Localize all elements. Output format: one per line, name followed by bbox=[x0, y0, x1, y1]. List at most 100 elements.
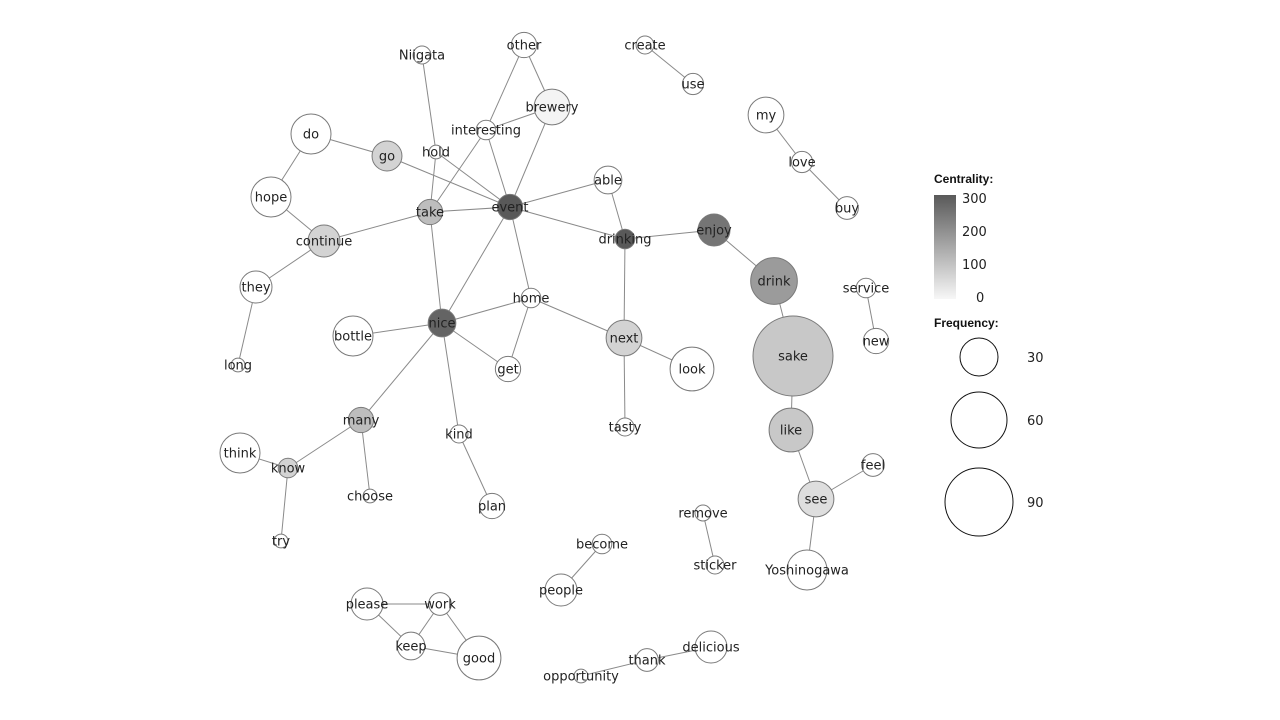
node-keep: keep bbox=[395, 631, 427, 661]
frequency-legend-label-60: 60 bbox=[1027, 414, 1044, 429]
node-circle-love bbox=[790, 150, 814, 174]
node-continue: continue bbox=[296, 224, 353, 258]
node-work: work bbox=[424, 592, 456, 616]
node-plan: plan bbox=[478, 492, 506, 520]
edge-kind-plan bbox=[458, 433, 493, 507]
node-nice: nice bbox=[427, 308, 457, 338]
node-go: go bbox=[371, 140, 403, 172]
node-circle-bottle bbox=[332, 315, 374, 357]
node-label-opportunity: opportunity bbox=[543, 670, 619, 685]
node-label-work: work bbox=[424, 598, 456, 613]
node-label-Yoshinogawa: Yoshinogawa bbox=[764, 564, 849, 579]
node-label-continue: continue bbox=[296, 235, 353, 250]
node-label-event: event bbox=[491, 201, 528, 216]
node-label-Niigata: Niigata bbox=[399, 49, 445, 64]
edge-Niigata-hold bbox=[421, 54, 437, 153]
edge-interesting-take bbox=[429, 129, 487, 213]
frequency-legend-items: 30 60 90 bbox=[944, 337, 1044, 537]
node-circle-home bbox=[520, 287, 542, 309]
node-sticker: sticker bbox=[693, 555, 737, 575]
node-circle-brewery bbox=[533, 88, 571, 126]
node-sake: sake bbox=[752, 315, 834, 397]
node-label-know: know bbox=[271, 462, 306, 477]
node-label-buy: buy bbox=[835, 202, 859, 217]
edge-nice-many bbox=[360, 322, 443, 421]
node-circle-sticker bbox=[705, 555, 725, 575]
node-use: use bbox=[681, 72, 705, 96]
node-other: other bbox=[507, 31, 542, 59]
frequency-legend-title: Frequency: bbox=[934, 316, 999, 330]
node-label-long: long bbox=[224, 359, 252, 374]
node-circle-think bbox=[219, 432, 261, 474]
node-my: my bbox=[747, 96, 785, 134]
node-label-my: my bbox=[756, 109, 777, 124]
node-label-thank: thank bbox=[628, 654, 666, 669]
node-circle-enjoy bbox=[697, 213, 731, 247]
node-circle-kind bbox=[449, 424, 469, 444]
node-label-bottle: bottle bbox=[334, 330, 372, 345]
node-label-home: home bbox=[513, 292, 550, 307]
node-circle-thank bbox=[635, 648, 659, 672]
node-label-sake: sake bbox=[778, 350, 808, 365]
edge-go-event bbox=[386, 155, 511, 208]
node-circle-drink bbox=[750, 257, 798, 305]
node-they: they bbox=[239, 270, 273, 304]
node-circle-look bbox=[669, 346, 715, 392]
node-circle-work bbox=[428, 592, 452, 616]
edge-continue-take bbox=[323, 211, 431, 242]
node-Niigata: Niigata bbox=[399, 45, 445, 65]
edge-many-know bbox=[287, 419, 362, 469]
node-circle-choose bbox=[362, 488, 378, 504]
node-enjoy: enjoy bbox=[696, 213, 732, 247]
node-label-please: please bbox=[346, 598, 389, 613]
node-label-sticker: sticker bbox=[693, 559, 737, 574]
node-brewery: brewery bbox=[526, 88, 579, 126]
legend: Centrality: 300 200 100 0 Frequency: 306… bbox=[934, 172, 1044, 537]
node-label-go: go bbox=[379, 150, 395, 165]
frequency-legend-label-90: 90 bbox=[1027, 496, 1044, 511]
node-circle-continue bbox=[307, 224, 341, 258]
frequency-legend-circle-60 bbox=[950, 391, 1008, 449]
node-label-keep: keep bbox=[395, 640, 426, 655]
node-circle-Yoshinogawa bbox=[786, 549, 828, 591]
node-circle-good bbox=[456, 635, 502, 681]
node-tasty: tasty bbox=[609, 417, 642, 437]
node-bottle: bottle bbox=[332, 315, 374, 357]
node-label-new: new bbox=[863, 335, 890, 350]
node-circle-get bbox=[494, 355, 522, 383]
node-circle-take bbox=[416, 198, 444, 226]
node-buy: buy bbox=[835, 196, 859, 220]
node-hope: hope bbox=[250, 176, 292, 218]
node-label-hold: hold bbox=[422, 146, 450, 161]
centrality-tick-100: 100 bbox=[962, 258, 987, 273]
node-label-good: good bbox=[463, 652, 495, 667]
node-label-choose: choose bbox=[347, 490, 393, 505]
node-circle-long bbox=[230, 357, 246, 373]
centrality-colorbar bbox=[934, 195, 956, 299]
node-circle-delicious bbox=[694, 630, 728, 664]
node-circle-interesting bbox=[475, 119, 497, 141]
node-circle-do bbox=[290, 113, 332, 155]
edge-nice-kind bbox=[441, 322, 460, 435]
node-circle-service bbox=[855, 277, 877, 299]
edge-nice-home bbox=[441, 297, 532, 324]
edge-event-home bbox=[509, 206, 532, 299]
node-circle-many bbox=[347, 406, 375, 434]
node-label-kind: kind bbox=[445, 428, 473, 443]
node-opportunity: opportunity bbox=[543, 668, 619, 685]
node-label-other: other bbox=[507, 39, 542, 54]
node-thank: thank bbox=[628, 648, 666, 672]
edge-other-interesting bbox=[485, 44, 525, 131]
frequency-legend-label-30: 30 bbox=[1027, 351, 1044, 366]
node-next: next bbox=[605, 319, 643, 357]
node-become: become bbox=[576, 533, 628, 555]
node-label-do: do bbox=[303, 128, 319, 143]
node-new: new bbox=[863, 327, 890, 355]
node-circle-able bbox=[593, 165, 623, 195]
node-label-become: become bbox=[576, 538, 628, 553]
centrality-tick-200: 200 bbox=[962, 225, 987, 240]
node-Yoshinogawa: Yoshinogawa bbox=[764, 549, 849, 591]
node-circle-hope bbox=[250, 176, 292, 218]
edge-event-nice bbox=[441, 206, 511, 324]
